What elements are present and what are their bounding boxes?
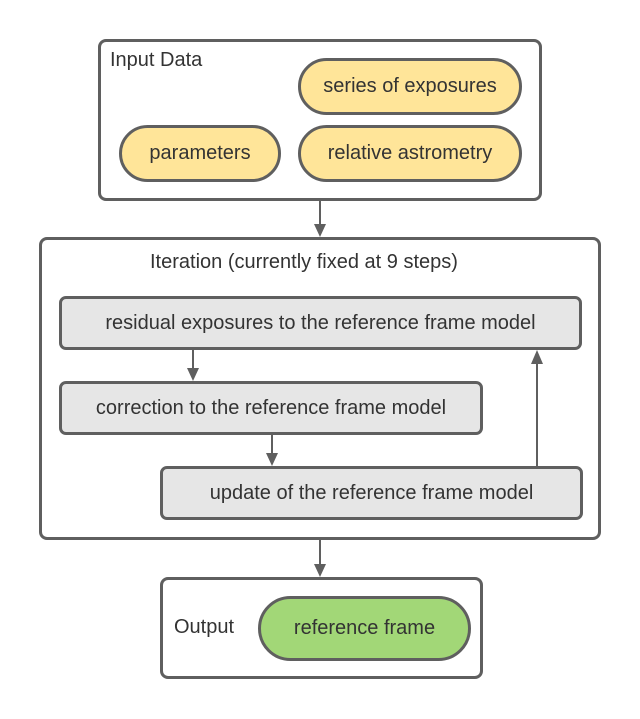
update-step: update of the reference frame model [160,466,583,520]
parameters-node: parameters [119,125,281,182]
residual-exposures-step: residual exposures to the reference fram… [59,296,582,350]
relative-astrometry-label: relative astrometry [327,142,493,164]
reference-frame-label: reference frame [293,617,436,639]
parameters-label: parameters [149,142,251,164]
iteration-title: Iteration (currently fixed at 9 steps) [150,251,458,273]
input-data-title: Input Data [110,49,203,71]
output-title: Output [174,616,235,638]
series-of-exposures-label: series of exposures [323,75,497,97]
arrowhead-iteration-to-output [314,564,326,577]
correction-step: correction to the reference frame model [59,381,483,435]
reference-frame-node: reference frame [258,596,471,661]
update-label: update of the reference frame model [209,481,534,504]
arrowhead-input-to-iteration [314,224,326,237]
relative-astrometry-node: relative astrometry [298,125,522,182]
residual-exposures-label: residual exposures to the reference fram… [105,311,536,334]
series-of-exposures-node: series of exposures [298,58,522,115]
correction-label: correction to the reference frame model [95,396,447,419]
